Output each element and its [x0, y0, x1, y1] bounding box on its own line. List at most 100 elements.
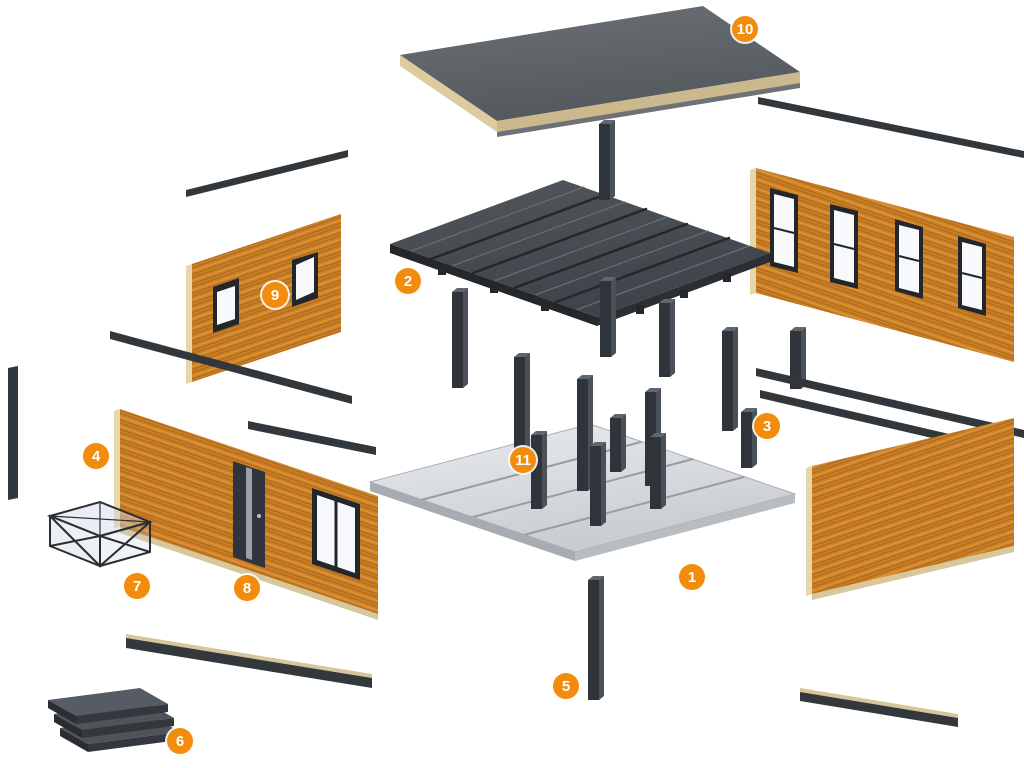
- column: [463, 288, 468, 388]
- column: [659, 299, 675, 303]
- steel-beam: [248, 421, 376, 455]
- column: [599, 120, 615, 124]
- column: [590, 442, 606, 446]
- column: [610, 418, 621, 472]
- window: [213, 278, 239, 333]
- column: [531, 431, 547, 435]
- column: [610, 414, 626, 418]
- column: [452, 288, 468, 292]
- wall-face: [756, 168, 1014, 362]
- plywood-edge: [120, 527, 378, 620]
- panel-stack: [48, 688, 180, 752]
- column: [790, 327, 806, 331]
- plywood-edge: [186, 264, 192, 384]
- steel-beam: [8, 366, 18, 500]
- steel-beam: [758, 97, 1024, 158]
- column: [525, 353, 530, 459]
- wall-face: [812, 418, 1014, 594]
- roof-plywood-edge-right: [497, 72, 800, 132]
- roof-top-face: [400, 6, 800, 121]
- ceiling-roof-cassette: [390, 180, 770, 326]
- steel-beam: [800, 692, 958, 727]
- plywood-edge: [800, 688, 958, 718]
- column: [670, 299, 675, 377]
- column: [531, 435, 542, 509]
- callout-11[interactable]: 11: [510, 447, 536, 473]
- column: [733, 327, 738, 431]
- column: [722, 327, 738, 331]
- column: [599, 124, 610, 200]
- column: [621, 414, 626, 472]
- plywood-edge: [806, 466, 812, 596]
- ceiling-connector-tabs: [438, 266, 731, 314]
- column: [577, 375, 593, 379]
- plywood-edge: [750, 168, 756, 295]
- floor-edge-left: [370, 482, 575, 561]
- column: [790, 331, 801, 389]
- column: [600, 277, 616, 281]
- wall-panel-plain: [806, 418, 1014, 600]
- plywood-edge: [114, 409, 120, 529]
- column: [588, 576, 604, 580]
- ceiling-ribs: [410, 186, 750, 311]
- column: [741, 408, 757, 412]
- column: [600, 281, 611, 357]
- column: [590, 446, 601, 526]
- window: [312, 488, 360, 580]
- door-glazing-strip: [246, 467, 252, 560]
- column: [722, 331, 733, 431]
- door-handle: [257, 514, 261, 518]
- column: [514, 357, 525, 459]
- callout-1[interactable]: 1: [679, 564, 705, 590]
- door: [233, 461, 265, 568]
- callout-7[interactable]: 7: [124, 573, 150, 599]
- bottom-beams: [126, 634, 958, 727]
- window: [958, 236, 986, 316]
- callout-5[interactable]: 5: [553, 673, 579, 699]
- callout-3[interactable]: 3: [754, 413, 780, 439]
- wall-panel-with-door: [114, 409, 378, 620]
- window: [292, 252, 318, 307]
- callout-2[interactable]: 2: [395, 268, 421, 294]
- column: [661, 433, 666, 509]
- wall-panel-four-windows: [750, 168, 1014, 362]
- column: [599, 576, 604, 700]
- steel-beam: [110, 331, 352, 404]
- callout-6[interactable]: 6: [167, 728, 193, 754]
- steel-beam: [186, 150, 348, 197]
- steel-beam: [126, 638, 372, 688]
- column: [801, 327, 806, 389]
- callout-4[interactable]: 4: [83, 443, 109, 469]
- column: [611, 277, 616, 357]
- column-set: [452, 120, 806, 700]
- callout-8[interactable]: 8: [234, 575, 260, 601]
- column: [452, 292, 463, 388]
- ceiling-top-face: [390, 180, 770, 317]
- plywood-edge: [812, 546, 1014, 600]
- column: [650, 437, 661, 509]
- window: [895, 219, 923, 299]
- column: [645, 388, 661, 392]
- roof-edge-shadow: [497, 83, 800, 137]
- roof-panel: [400, 6, 800, 137]
- window: [770, 188, 798, 273]
- plywood-edge: [126, 634, 372, 678]
- column: [588, 580, 599, 700]
- upper-beams: [186, 97, 1024, 197]
- floor-edge-right: [575, 494, 795, 561]
- roof-plywood-edge-left: [400, 55, 497, 132]
- window: [830, 204, 858, 289]
- mid-beams-left: [8, 331, 376, 500]
- column: [577, 379, 588, 491]
- column: [650, 433, 666, 437]
- steel-beam: [756, 368, 1024, 438]
- column: [601, 442, 606, 526]
- window-glass: [217, 286, 235, 325]
- column: [659, 303, 670, 377]
- callout-10[interactable]: 10: [732, 16, 758, 42]
- column: [610, 120, 615, 200]
- callout-9[interactable]: 9: [262, 282, 288, 308]
- column: [741, 412, 752, 468]
